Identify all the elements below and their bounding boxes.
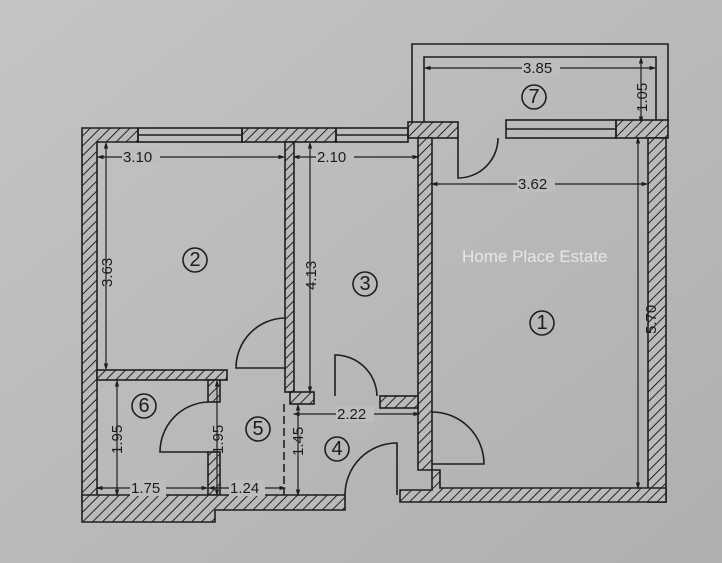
dim-room3-height: 4.13 xyxy=(303,261,320,290)
room-number-7: 7 xyxy=(528,86,539,108)
room-number-6: 6 xyxy=(138,395,149,417)
dim-room3-width: 2.10 xyxy=(317,149,346,166)
room-number-2: 2 xyxy=(189,249,200,271)
dim-balcony-depth: 1.05 xyxy=(634,83,651,112)
dim-room2-height: 3.63 xyxy=(99,258,116,287)
dim-hall-width: 2.22 xyxy=(337,406,366,423)
dim-room6-width: 1.75 xyxy=(131,480,160,497)
dim-room1-height: 5.70 xyxy=(643,305,660,334)
room-number-3: 3 xyxy=(359,273,370,295)
doors xyxy=(159,137,499,496)
dim-room2-width: 3.10 xyxy=(123,149,152,166)
room-number-4: 4 xyxy=(331,438,342,460)
balcony-outline xyxy=(411,43,669,122)
room-number-1: 1 xyxy=(536,312,547,334)
dim-room5-height: 1.95 xyxy=(210,425,227,454)
dim-room5-width: 1.24 xyxy=(230,480,259,497)
room-number-5: 5 xyxy=(252,418,263,440)
windows xyxy=(137,119,617,143)
watermark: Home Place Estate xyxy=(462,247,608,266)
dim-balcony-width: 3.85 xyxy=(523,60,552,77)
dim-hall-height: 1.45 xyxy=(290,427,307,456)
room-numbers: 1 2 3 4 5 6 7 xyxy=(131,84,555,462)
walls xyxy=(81,119,669,523)
dim-room6-height: 1.95 xyxy=(109,425,126,454)
dimension-labels: 3.10 2.10 3.62 3.85 1.05 3.63 4.13 5.70 … xyxy=(99,60,660,497)
dim-room1-width: 3.62 xyxy=(518,176,547,193)
